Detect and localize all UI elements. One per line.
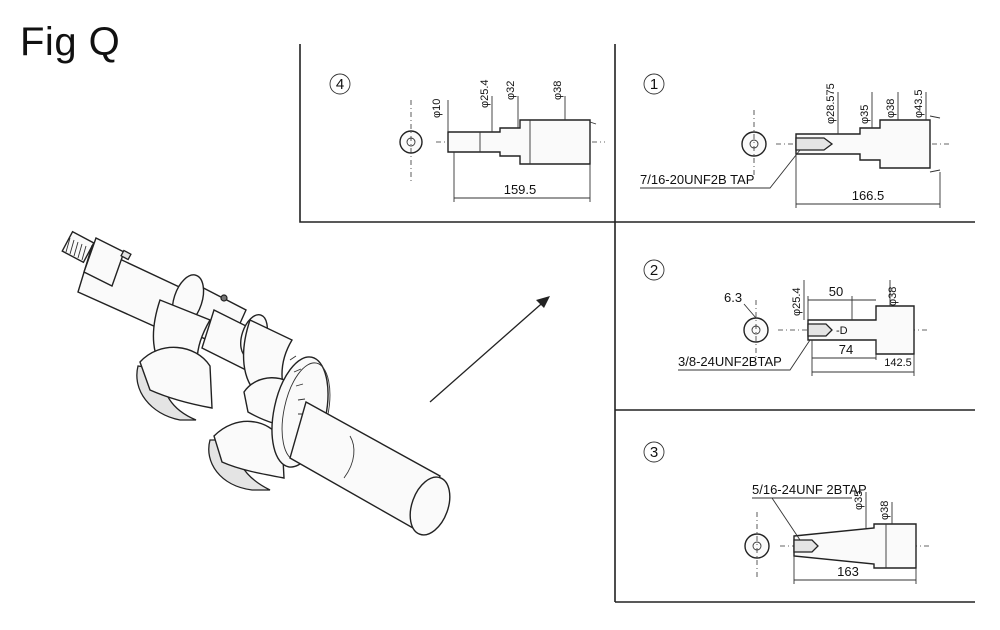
svg-text:-D: -D <box>836 325 848 337</box>
detail-3-number: 3 <box>650 444 658 461</box>
detail-1-tap-spec: 7/16-20UNF2B TAP <box>640 172 754 187</box>
detail-2-len-50: 50 <box>829 284 843 299</box>
detail-3-dia-38: φ38 <box>879 501 891 520</box>
detail-2-number: 2 <box>650 262 658 279</box>
detail-1-dia-35: φ35 <box>859 105 871 124</box>
detail-1-dia-28-575: φ28.575 <box>825 83 837 124</box>
detail-1-dia-38: φ38 <box>885 99 897 118</box>
detail-2: 2 -D 6.3 φ25.4 φ38 50 74 142.5 3/8-24UNF… <box>643 259 930 376</box>
detail-3-length: 163 <box>837 564 859 579</box>
detail-2-dim-6-3: 6.3 <box>724 290 742 305</box>
detail-1-length: 166.5 <box>852 188 885 203</box>
crankshaft-illustration <box>61 230 550 536</box>
detail-4-dia-25-4: φ25.4 <box>479 79 491 108</box>
detail-3-tap-spec: 5/16-24UNF 2BTAP <box>752 482 867 497</box>
detail-2-tap-spec: 3/8-24UNF2BTAP <box>678 354 782 369</box>
detail-2-dia-38: φ38 <box>887 287 899 306</box>
detail-4-length: 159.5 <box>504 182 537 197</box>
threaded-tip <box>61 230 95 264</box>
detail-1: 1 φ28.575 φ35 φ38 φ43.5 7/16-20UNF2B TAP… <box>640 73 950 208</box>
detail-1-dia-43-5: φ43.5 <box>913 89 925 118</box>
detail-4-number: 4 <box>336 76 344 93</box>
figure-title: Fig Q <box>20 20 121 64</box>
detail-3: 3 φ35 φ38 5/16-24UNF 2BTAP 163 <box>643 441 930 584</box>
detail-1-number: 1 <box>650 76 658 93</box>
pointer-arrow <box>429 296 550 403</box>
detail-4-dia-10: φ10 <box>431 99 443 118</box>
detail-2-len-74: 74 <box>839 342 853 357</box>
detail-4: 4 φ10 φ25.4 φ32 φ38 159.5 <box>329 73 605 202</box>
detail-3-dia-35: φ35 <box>853 491 865 510</box>
detail-2-dia-25-4: φ25.4 <box>791 287 803 316</box>
detail-4-dia-38: φ38 <box>552 81 564 100</box>
detail-2-len-142-5: 142.5 <box>884 357 912 369</box>
panel-frames <box>299 44 975 603</box>
detail-4-dia-32: φ32 <box>505 81 517 100</box>
